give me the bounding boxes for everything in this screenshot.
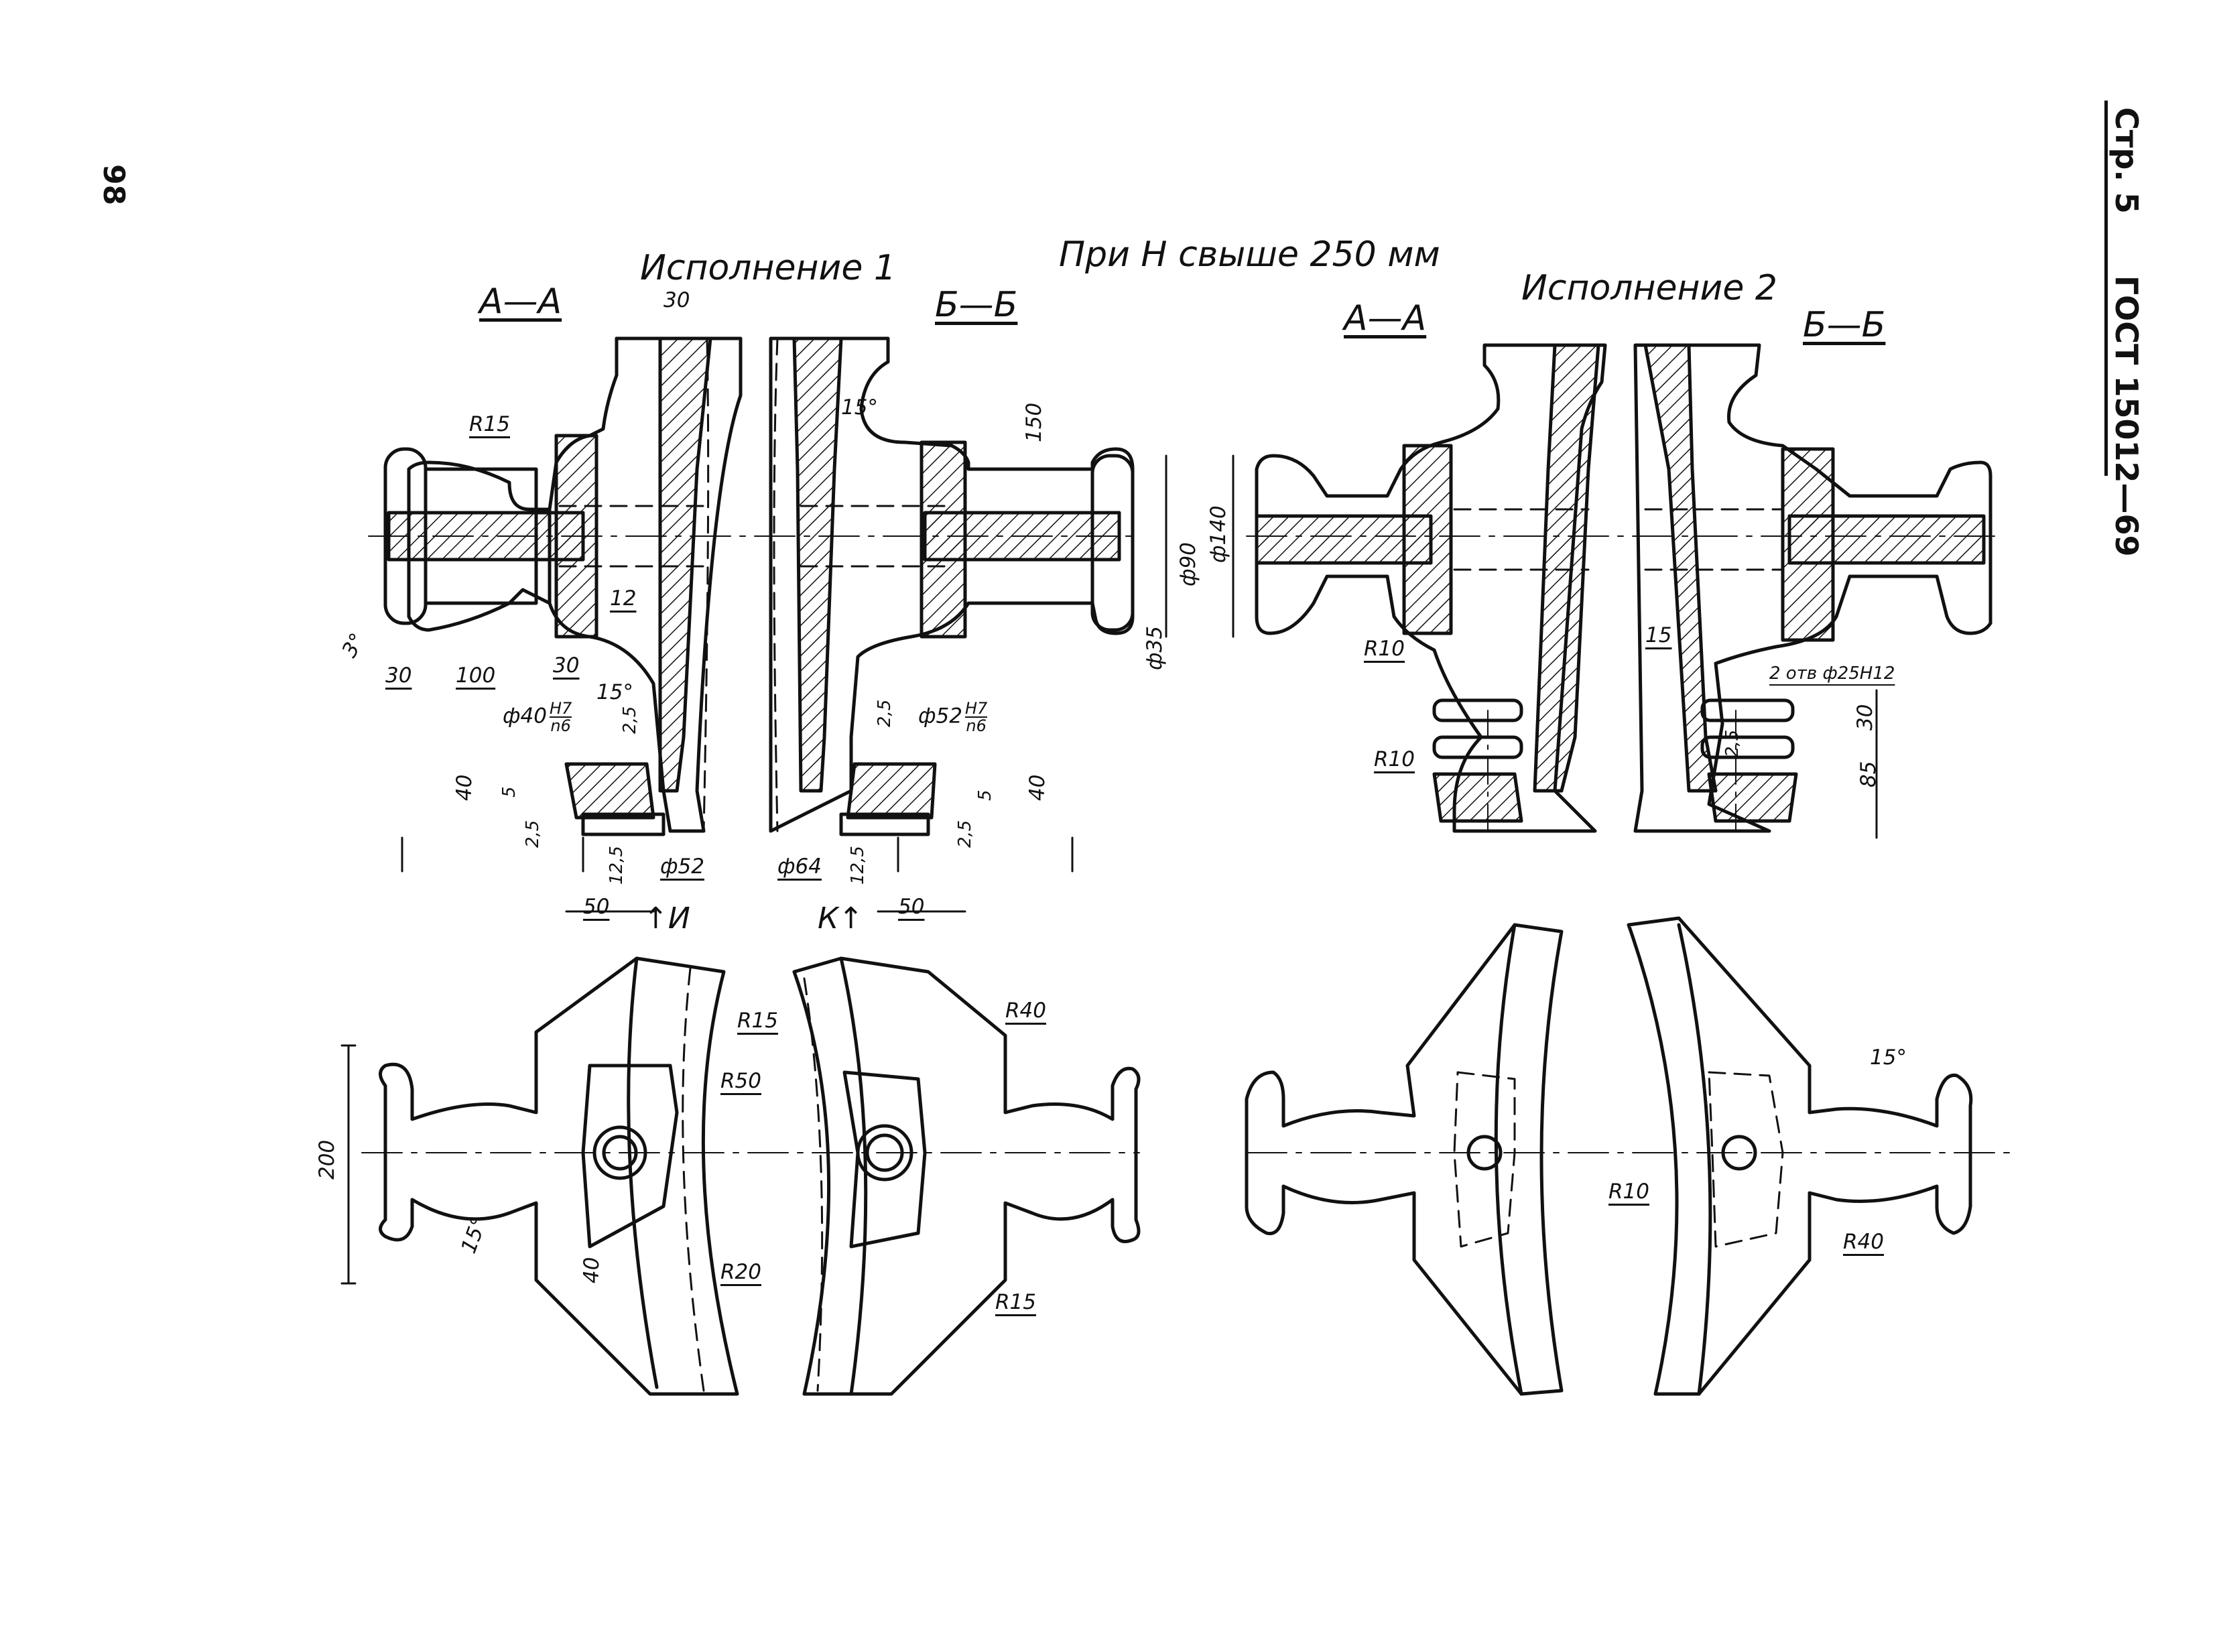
dim-2-5-b: 2,5 bbox=[875, 699, 895, 727]
variant-1-title: Исполнение 1 bbox=[640, 248, 896, 288]
v1-section-aa-label: А—А bbox=[479, 281, 562, 322]
dim-30-top: 30 bbox=[663, 288, 690, 312]
dim-r10-b: R10 bbox=[1374, 747, 1415, 771]
dim-5-right: 5 bbox=[975, 789, 995, 801]
page-label: Стр. 5 bbox=[2108, 107, 2145, 214]
dim-50-right: 50 bbox=[898, 895, 925, 919]
dim-40-left: 40 bbox=[452, 774, 477, 801]
dim-30-a: 30 bbox=[385, 663, 412, 688]
dim-30-v2: 30 bbox=[1853, 704, 1877, 730]
dim-r15-plan-b: R15 bbox=[995, 1290, 1036, 1314]
dim-phi52-a: ф52 bbox=[918, 704, 962, 728]
dim-100: 100 bbox=[456, 663, 496, 688]
fit-h7-a: H7 bbox=[549, 699, 572, 718]
v1-section-aa bbox=[383, 336, 743, 836]
dim-200: 200 bbox=[315, 1139, 339, 1180]
standard-number: ГОСТ 15012—69 bbox=[2108, 275, 2145, 557]
dim-angle-15-plan2: 15° bbox=[1870, 1045, 1907, 1070]
condition-title: При H свыше 250 мм bbox=[1059, 235, 1440, 275]
dim-r10-plan: R10 bbox=[1608, 1180, 1649, 1204]
view-k-label: К bbox=[818, 901, 839, 936]
dim-phi90: ф90 bbox=[1176, 542, 1200, 586]
dim-r40-plan-b: R40 bbox=[1843, 1230, 1884, 1254]
dim-holes: 2 отв ф25Н12 bbox=[1769, 663, 1895, 684]
arrow-up-icon: ↑ bbox=[643, 901, 668, 936]
v1-section-bb bbox=[769, 336, 1135, 836]
dim-2-5-v2: 2,5 bbox=[1722, 729, 1743, 757]
dim-2-5-right: 2,5 bbox=[955, 820, 975, 848]
dim-2-5-left: 2,5 bbox=[523, 820, 543, 848]
v2-section-bb bbox=[1633, 343, 1992, 833]
view-arrow-i: ↑И bbox=[643, 901, 690, 936]
arrow-up-icon: ↑ bbox=[838, 901, 864, 936]
dim-phi35: ф35 bbox=[1143, 626, 1167, 670]
variant-2-title: Исполнение 2 bbox=[1521, 268, 1777, 308]
view-i-label: И bbox=[668, 901, 690, 936]
fit-n6-a: n6 bbox=[550, 716, 571, 735]
dim-40-right: 40 bbox=[1025, 774, 1050, 801]
v2-section-aa bbox=[1255, 343, 1607, 833]
dim-85: 85 bbox=[1856, 761, 1881, 787]
dim-phi140: ф140 bbox=[1206, 505, 1230, 563]
dim-15-v2: 15 bbox=[1645, 623, 1672, 647]
dim-r50: R50 bbox=[720, 1069, 761, 1093]
dim-50-left: 50 bbox=[583, 895, 610, 919]
dim-150: 150 bbox=[1022, 402, 1046, 442]
v1-section-bb-label: Б—Б bbox=[935, 285, 1018, 325]
dim-30-b: 30 bbox=[553, 653, 580, 678]
dim-angle-15-mid: 15° bbox=[596, 680, 633, 704]
dim-12: 12 bbox=[610, 586, 637, 611]
dim-12-5-b: 12,5 bbox=[848, 846, 868, 885]
dim-r20: R20 bbox=[720, 1260, 761, 1284]
page-number: 98 bbox=[97, 164, 131, 206]
v2-plan-view bbox=[1245, 916, 1973, 1396]
dim-2-5-a: 2,5 bbox=[620, 706, 640, 734]
dim-r15-plan-a: R15 bbox=[737, 1009, 778, 1033]
dim-phi64: ф64 bbox=[777, 854, 822, 879]
v2-section-aa-label: А—А bbox=[1344, 298, 1427, 338]
v2-section-bb-label: Б—Б bbox=[1803, 305, 1886, 345]
dim-r10-a: R10 bbox=[1364, 637, 1405, 661]
dim-r15-top: R15 bbox=[469, 412, 510, 436]
page-header: Стр. 5 ГОСТ 15012—69 bbox=[2108, 107, 2145, 557]
header-rule bbox=[2104, 101, 2108, 476]
dim-phi40: ф40 bbox=[503, 704, 547, 728]
dim-40-plan: 40 bbox=[580, 1257, 604, 1283]
dim-12-5-a: 12,5 bbox=[607, 846, 627, 885]
fit-n6-b: n6 bbox=[966, 716, 987, 735]
view-arrow-k: К↑ bbox=[818, 901, 863, 936]
fit-h7-b: H7 bbox=[964, 699, 988, 718]
dim-5-left: 5 bbox=[499, 786, 519, 798]
dim-r40-plan-a: R40 bbox=[1005, 999, 1046, 1023]
dim-phi52: ф52 bbox=[660, 854, 704, 879]
dim-angle-15-top: 15° bbox=[841, 395, 878, 420]
